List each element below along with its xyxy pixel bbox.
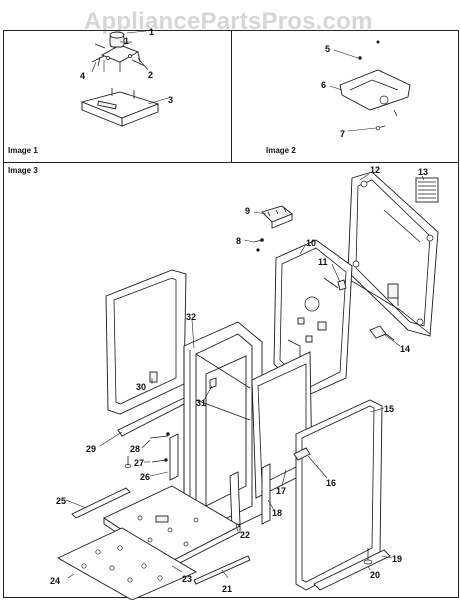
callout-26: 26 [140, 472, 150, 482]
kick-rail [313, 549, 391, 591]
panel-divider [231, 30, 232, 163]
rear-frame-panel [273, 239, 353, 397]
callout-24: 24 [50, 576, 60, 586]
callout-6: 6 [321, 80, 326, 90]
image3-drawing: 8 9 10 11 12 13 14 15 16 17 18 19 20 21 … [50, 165, 439, 600]
door-latch [209, 377, 217, 389]
callout-17: 17 [276, 486, 286, 496]
callout-11: 11 [318, 257, 328, 267]
callout-7: 7 [340, 129, 345, 139]
callout-15: 15 [384, 404, 394, 414]
lower-brackets [124, 432, 179, 481]
back-panel [347, 171, 439, 337]
callout-5: 5 [325, 44, 330, 54]
front-rail [71, 487, 131, 519]
callout-18: 18 [272, 508, 282, 518]
callout-1: 1 [149, 27, 154, 37]
callout-21: 21 [222, 584, 232, 594]
callout-10: 10 [306, 238, 316, 248]
wire-connector [369, 325, 395, 341]
callout-25: 25 [56, 496, 66, 506]
base-pan [57, 527, 197, 600]
callout-27: 27 [134, 458, 144, 468]
screws [253, 238, 264, 252]
callout-3: 3 [168, 95, 173, 105]
callout-14: 14 [400, 344, 410, 354]
callout-9: 9 [245, 206, 250, 216]
bracket-plate [80, 88, 160, 127]
callout-1b: 1 [124, 36, 129, 46]
regulator-assembly [91, 31, 146, 72]
panel-clip [337, 279, 347, 291]
callout-32: 32 [186, 312, 196, 322]
callout-20: 20 [370, 570, 380, 580]
callout-16: 16 [326, 478, 336, 488]
image3-label: Image 3 [8, 166, 38, 175]
image2-label: Image 2 [266, 146, 296, 155]
image3-frame [3, 162, 459, 598]
vent-grille [415, 177, 439, 203]
callout-22: 22 [240, 530, 250, 540]
hinge [293, 447, 311, 461]
callout-4: 4 [80, 71, 85, 81]
image1-drawing: 1 2 3 4 1 [80, 27, 173, 127]
image1-label: Image 1 [8, 146, 38, 155]
callout-31: 31 [196, 398, 206, 408]
image2-drawing: 5 6 7 [321, 40, 411, 139]
leveling-leg-right [363, 548, 373, 565]
callout-12: 12 [370, 165, 380, 175]
callout-19: 19 [392, 554, 402, 564]
callout-8: 8 [236, 236, 241, 246]
terminal-block [261, 205, 293, 229]
callout-2: 2 [148, 70, 153, 80]
side-rails [229, 463, 271, 529]
callout-30: 30 [136, 382, 146, 392]
callout-28: 28 [130, 444, 140, 454]
left-side-panel [105, 269, 187, 415]
callout-23: 23 [182, 574, 192, 584]
callout-13: 13 [418, 167, 428, 177]
callout-29: 29 [86, 444, 96, 454]
